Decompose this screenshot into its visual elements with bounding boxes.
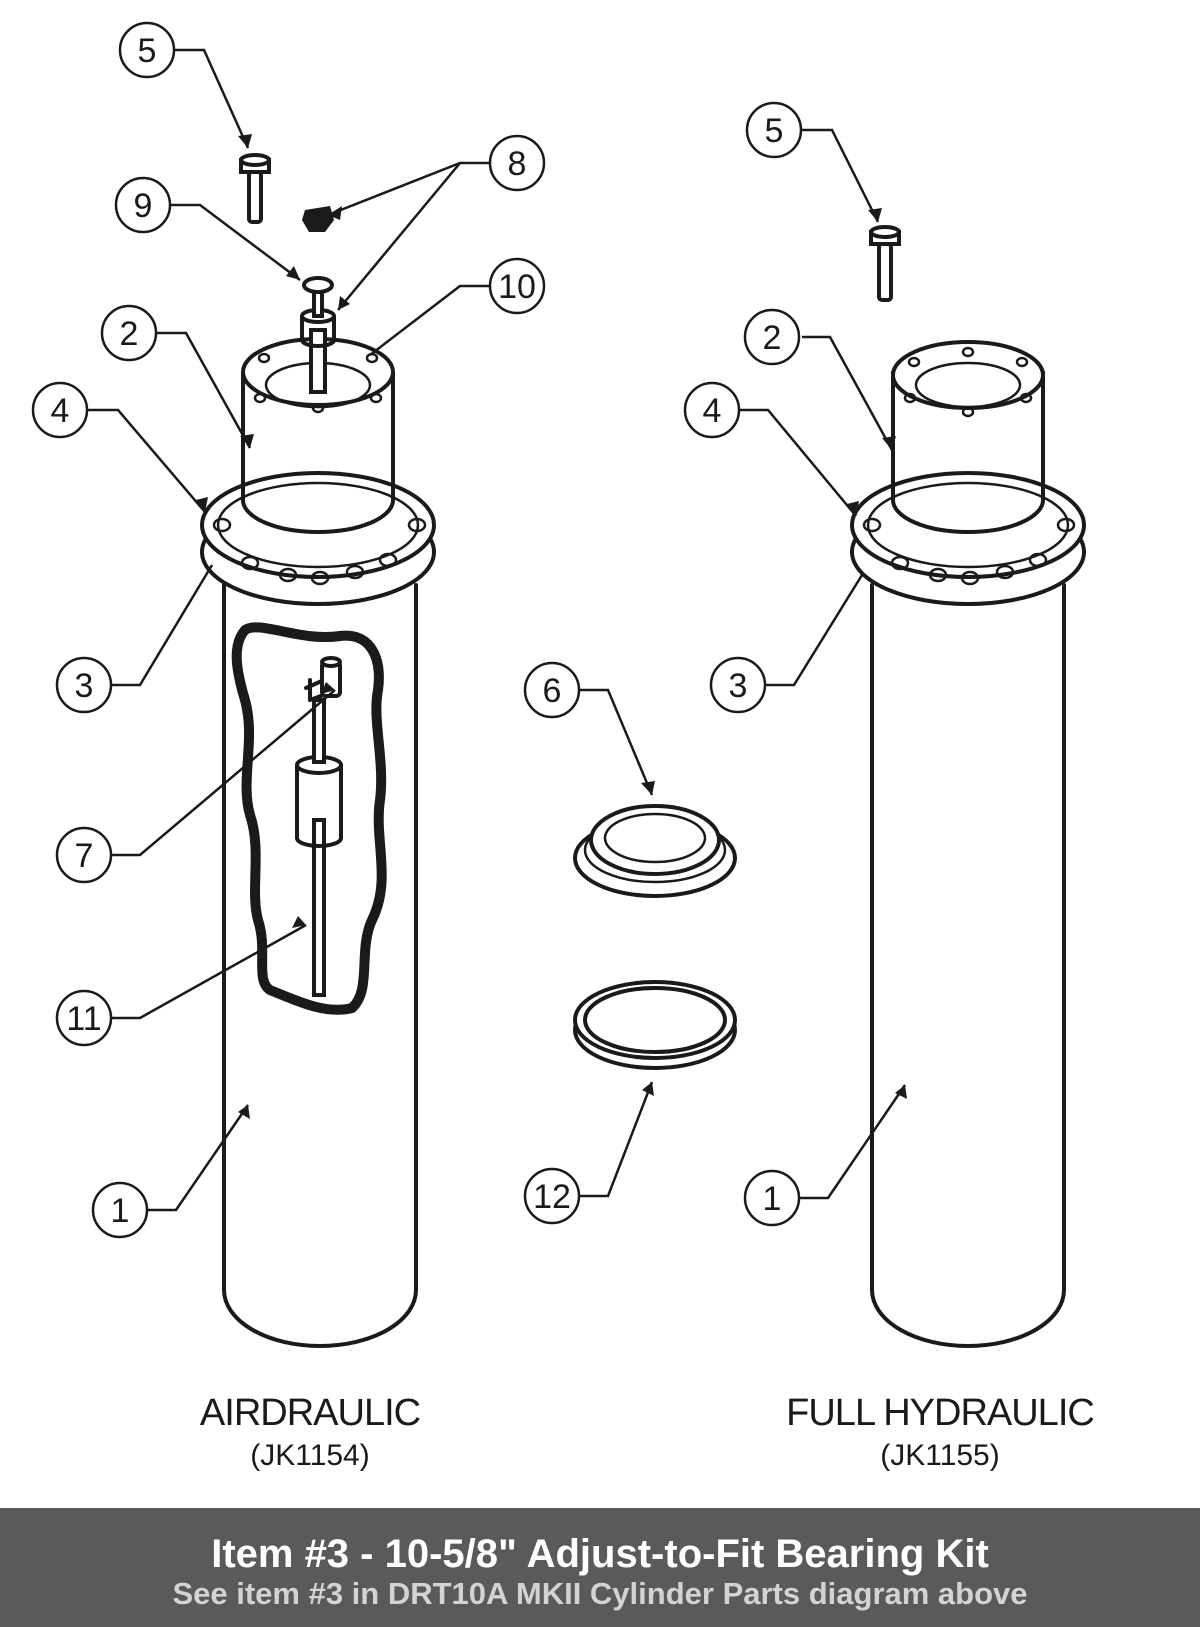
callout-left-7: 7 [55,826,113,884]
airdraulic-code: (JK1154) [250,1439,370,1472]
bearing-holes-left [253,352,383,414]
center-parts [573,804,737,1070]
airdraulic-assembly [200,153,436,1348]
callout-right-5: 5 [745,101,803,159]
footer-banner: Item #3 - 10-5/8" Adjust-to-Fit Bearing … [0,1508,1200,1627]
callout-left-2: 2 [100,304,158,362]
callouts-center: 6 12 [523,661,581,1225]
callout-left-9: 9 [114,176,172,234]
airdraulic-label: AIRDRAULIC [199,1392,421,1434]
flange-holes-left [212,517,427,586]
svg-text:1: 1 [111,1192,130,1230]
inner-cylinder-left [295,763,343,848]
callout-center-12: 12 [523,1167,581,1225]
cylinder-tube-left [222,583,418,1348]
rod-upper-left [309,328,327,394]
callouts-right: 5 2 4 3 1 [683,101,803,1227]
full-hydraulic-assembly [850,225,1086,1348]
bearing-housing-left [241,370,395,534]
callout-left-1: 1 [91,1181,149,1239]
callout-right-2: 2 [743,308,801,366]
svg-text:9: 9 [134,187,153,225]
banner-title: Item #3 - 10-5/8" Adjust-to-Fit Bearing … [211,1532,989,1576]
bearing-holes-right [903,346,1033,418]
callout-right-3: 3 [709,656,767,714]
callout-left-8: 8 [488,134,546,192]
svg-text:2: 2 [763,319,782,357]
svg-text:11: 11 [66,1000,101,1038]
banner-subtitle: See item #3 in DRT10A MKII Cylinder Part… [172,1576,1028,1611]
svg-text:3: 3 [75,667,94,705]
svg-text:6: 6 [543,672,562,710]
airdraulic-caption: AIRDRAULIC (JK1154) [130,1392,490,1473]
svg-text:7: 7 [75,837,94,875]
bearing-ring-item-12 [573,980,737,1070]
callout-left-3: 3 [55,656,113,714]
bearing-housing-right [891,370,1045,534]
callout-center-6: 6 [523,661,581,719]
seal-cap-item-6 [573,804,737,898]
leader-lines [87,48,907,1212]
full-hydraulic-caption: FULL HYDRAULIC (JK1155) [740,1392,1140,1473]
svg-text:2: 2 [120,315,139,353]
valve-cap-left [302,206,334,232]
callout-right-1: 1 [743,1169,801,1227]
cylinder-tube-right [870,583,1066,1348]
inner-rod-left [312,818,326,997]
svg-text:4: 4 [703,392,722,430]
flange-top-left [200,471,436,579]
svg-text:8: 8 [508,145,527,183]
valve-clip-left [302,276,334,294]
bolt-right [869,225,901,302]
parts-diagram: 5 9 8 10 2 4 3 7 11 1 6 12 5 2 4 3 1 [31,21,1086,1348]
flange-top-right [850,471,1086,579]
full-hydraulic-label: FULL HYDRAULIC [786,1392,1095,1434]
flange-inner-left [216,481,420,569]
arrowheads [196,134,907,1119]
full-hydraulic-code: (JK1155) [880,1439,1000,1472]
svg-text:3: 3 [729,667,748,705]
flange-holes-right [862,517,1076,586]
svg-text:10: 10 [498,268,536,306]
valve-stem-left [312,290,324,318]
callout-right-4: 4 [683,381,741,439]
svg-text:5: 5 [138,32,157,70]
callout-left-5: 5 [118,21,176,79]
valve-body-left [300,314,336,348]
callout-left-4: 4 [31,381,89,439]
callouts-left: 5 9 8 10 2 4 3 7 11 1 [31,21,546,1239]
bolt-left [239,153,271,224]
svg-text:1: 1 [763,1180,782,1218]
svg-text:5: 5 [765,112,784,150]
callout-left-11: 11 [55,989,113,1047]
callout-left-10: 10 [488,257,546,315]
svg-text:4: 4 [51,392,70,430]
svg-text:12: 12 [533,1178,571,1216]
